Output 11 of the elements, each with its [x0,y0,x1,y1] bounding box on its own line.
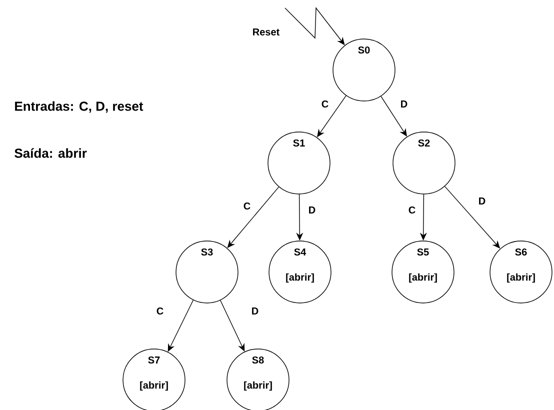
edge-label: C [242,201,252,211]
edge-label: D [307,206,317,214]
edge-label: Reset [251,28,281,36]
edge-label: D [250,306,260,316]
edge-label: D [399,100,409,108]
edge-label: C [407,205,417,215]
edge-label: C [155,306,165,316]
legend-text: Entradas: C, D, reset [15,101,144,113]
edge-label: D [477,196,487,206]
legend-text: Saída: abrir [14,148,87,158]
edge-label: C [320,99,330,109]
